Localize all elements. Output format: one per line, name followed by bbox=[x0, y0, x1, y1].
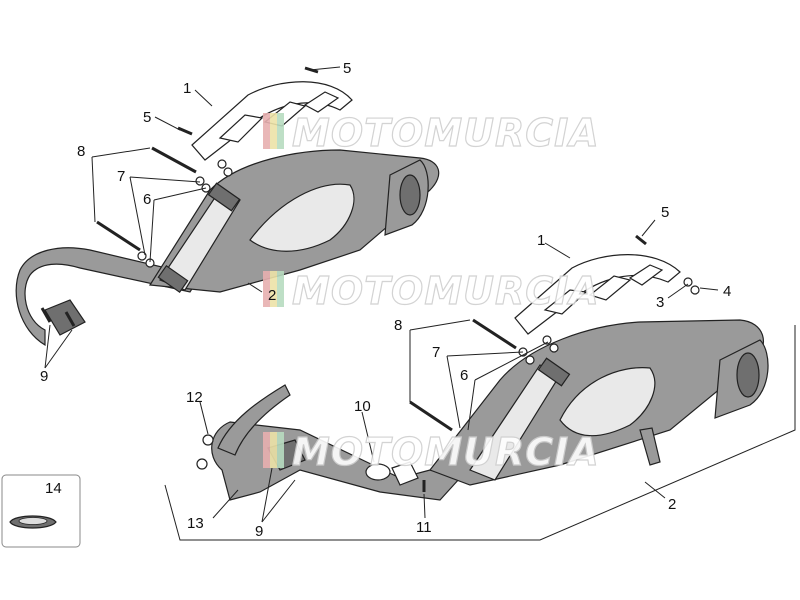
lower-washer-b bbox=[525, 355, 535, 365]
callout-7-upper: 7 bbox=[117, 168, 125, 185]
upper-washer-f bbox=[223, 167, 233, 177]
lower-assembly-frame bbox=[164, 325, 796, 541]
lower-shield-slot-2 bbox=[588, 275, 632, 301]
upper-leader-lines bbox=[44, 66, 341, 369]
callout-12: 12 bbox=[186, 389, 203, 406]
callout-2-upper: 2 bbox=[268, 287, 276, 304]
lower-clamp bbox=[391, 461, 419, 486]
lower-washer-f bbox=[690, 285, 700, 295]
upper-shield-slot-3 bbox=[303, 91, 340, 113]
upper-short-screw-5a bbox=[177, 126, 193, 136]
callout-5-upper-right: 5 bbox=[343, 60, 351, 77]
upper-shield-slot-1 bbox=[218, 114, 264, 143]
lower-washer-c bbox=[542, 335, 552, 345]
callout-1-upper: 1 bbox=[183, 80, 191, 97]
upper-stud-a bbox=[40, 307, 52, 323]
lower-long-screw-1 bbox=[472, 318, 517, 350]
upper-exhaust-pipe bbox=[15, 247, 201, 347]
lower-drain-tube bbox=[639, 427, 661, 466]
upper-washer-e bbox=[217, 159, 227, 169]
lower-exhaust-assembly bbox=[164, 234, 796, 541]
watermark-flag-green bbox=[277, 113, 284, 149]
callout-10: 10 bbox=[354, 398, 371, 415]
watermark-flag-red bbox=[263, 271, 270, 307]
callout-5-upper-left: 5 bbox=[143, 109, 151, 126]
callout-13: 13 bbox=[187, 515, 204, 532]
lower-nut-12b bbox=[196, 458, 208, 470]
watermark-flag-green bbox=[277, 432, 284, 468]
lower-nut-12a bbox=[202, 434, 214, 446]
lower-clamp-gasket bbox=[365, 463, 391, 481]
upper-muffler-highlight bbox=[249, 183, 355, 252]
lower-tail-tube-end bbox=[736, 352, 760, 398]
upper-bracket-bush bbox=[207, 182, 241, 212]
gasket-ring-hole bbox=[18, 517, 48, 525]
upper-tail-tube-end bbox=[399, 174, 421, 216]
callout-11: 11 bbox=[416, 519, 432, 536]
lower-pipe-bend bbox=[217, 384, 291, 456]
callout-5-lower: 5 bbox=[661, 204, 669, 221]
upper-pipe-flange bbox=[44, 299, 86, 336]
lower-shield-slot-1 bbox=[543, 289, 588, 315]
upper-stud-b bbox=[64, 311, 76, 327]
lower-shield-slot-3 bbox=[628, 264, 664, 286]
watermark-flag-green bbox=[277, 271, 284, 307]
watermark-lower: MOTOMURCIA bbox=[263, 429, 600, 475]
upper-bracket-bush-lower bbox=[157, 264, 189, 294]
upper-washer-c bbox=[137, 251, 147, 261]
upper-washer-a bbox=[195, 176, 205, 186]
callout-9-lower: 9 bbox=[255, 523, 263, 540]
watermark-text: MOTOMURCIA bbox=[292, 430, 600, 474]
callout-8-lower: 8 bbox=[394, 317, 402, 334]
callout-9-upper: 9 bbox=[40, 368, 48, 385]
lower-muffler-highlight bbox=[559, 367, 656, 437]
callout-14: 14 bbox=[45, 480, 62, 497]
callout-6-lower: 6 bbox=[460, 367, 468, 384]
upper-exhaust-assembly bbox=[15, 66, 440, 347]
lower-washer-d bbox=[549, 343, 559, 353]
lower-bracket-bush bbox=[537, 357, 571, 387]
callout-4: 4 bbox=[723, 283, 731, 300]
lower-short-screw-5 bbox=[635, 234, 647, 246]
lower-leader-lines bbox=[199, 219, 719, 523]
callout-1-lower: 1 bbox=[537, 232, 545, 249]
watermark-upper: MOTOMURCIA bbox=[263, 110, 600, 156]
watermark-flag-red bbox=[263, 432, 270, 468]
upper-long-screw-2 bbox=[96, 220, 141, 252]
callout-3: 3 bbox=[656, 294, 664, 311]
callout-labels: 1 5 5 8 7 6 2 9 5 1 4 3 8 7 6 12 10 13 9… bbox=[40, 60, 731, 540]
watermark-middle: MOTOMURCIA bbox=[263, 268, 600, 314]
watermark-flag-yellow bbox=[270, 271, 277, 307]
watermark-text: MOTOMURCIA bbox=[292, 269, 600, 313]
callout-6-upper: 6 bbox=[143, 191, 151, 208]
watermark-text: MOTOMURCIA bbox=[292, 111, 600, 155]
lower-long-screw-2 bbox=[409, 400, 453, 432]
callout-8-upper: 8 bbox=[77, 143, 85, 160]
part-14-inset bbox=[1, 474, 81, 548]
upper-long-screw-1 bbox=[151, 146, 197, 174]
callout-2-lower: 2 bbox=[668, 496, 676, 513]
callout-7-lower: 7 bbox=[432, 344, 440, 361]
watermark-flag-red bbox=[263, 113, 270, 149]
inset-frame bbox=[1, 474, 81, 548]
watermark-flag-yellow bbox=[270, 113, 277, 149]
lower-washer-e bbox=[683, 277, 693, 287]
watermark-flag-yellow bbox=[270, 432, 277, 468]
